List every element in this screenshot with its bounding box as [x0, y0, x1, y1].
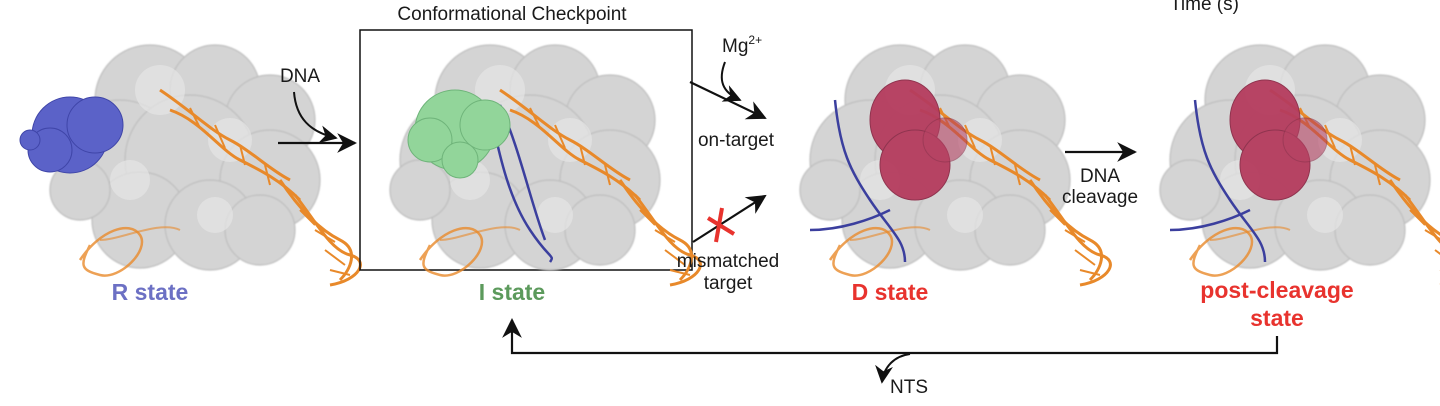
checkpoint-title: Conformational Checkpoint [397, 4, 627, 25]
dna-binding-curved-arrow [293, 91, 338, 144]
return-to-i-arrow [502, 318, 1279, 355]
mismatched-arrow [692, 194, 767, 243]
post-cleavage-structure [1160, 45, 1440, 287]
on-target-arrow [689, 81, 767, 120]
r-state-domain [19, 96, 124, 174]
post-cleavage-label-line1: post-cleavage [1200, 277, 1353, 303]
i-state-domain [407, 89, 511, 179]
d-state-domain [869, 79, 968, 201]
d-state-structure [800, 45, 1112, 287]
i-state-structure [390, 45, 702, 287]
i-state-label: I state [479, 279, 545, 305]
mg-curved-arrow [720, 61, 742, 102]
mg-label: Mg2+ [722, 33, 762, 57]
target-strand [1169, 99, 1267, 263]
post-cleavage-label-line2: state [1250, 305, 1304, 331]
target-strand [809, 99, 907, 263]
cleavage-label-line2: cleavage [1062, 187, 1138, 208]
cleavage-label-line1: DNA [1080, 166, 1120, 187]
dna-binding-label: DNA [280, 66, 320, 87]
d-state-label: D state [852, 279, 929, 305]
mismatched-label-line2: target [704, 273, 753, 294]
mismatched-label-line1: mismatched [677, 251, 779, 272]
checkpoint-box [359, 29, 693, 271]
nts-release-arrow [875, 353, 911, 384]
blocked-x-icon [706, 207, 736, 243]
on-target-label: on-target [698, 130, 775, 151]
nts-label: NTS [890, 377, 928, 398]
r-state-label: R state [112, 279, 189, 305]
r-state-structure [19, 45, 362, 287]
post-cleavage-domain [1229, 79, 1328, 201]
clipped-time-label: Time (s) [1170, 0, 1239, 15]
